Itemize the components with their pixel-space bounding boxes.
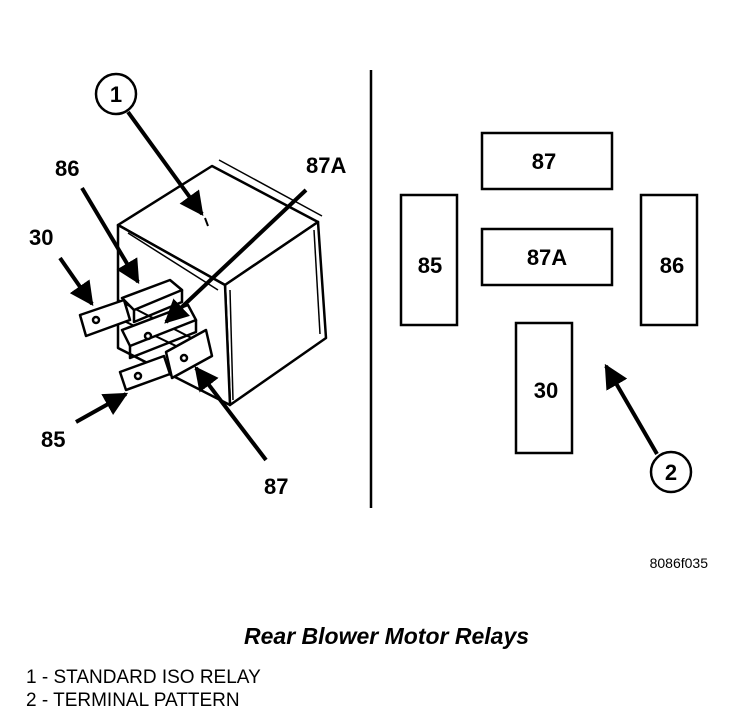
legend-item-2: 2 - TERMINAL PATTERN — [26, 690, 240, 711]
pattern-label-85: 85 — [418, 253, 442, 278]
figure-caption: Rear Blower Motor Relays — [244, 623, 530, 649]
relay-label-30: 30 — [29, 225, 53, 250]
relay-label-86: 86 — [55, 156, 79, 181]
relay-label-85: 85 — [41, 427, 65, 452]
pattern-slot-30 — [514, 321, 574, 455]
legend-item-1: 1 - STANDARD ISO RELAY — [26, 667, 261, 688]
relay-label-87a: 87A — [306, 153, 346, 178]
pattern-label-30: 30 — [534, 378, 558, 403]
callout-1-number: 1 — [110, 82, 122, 107]
terminal-pattern — [399, 131, 699, 455]
relay-leader-arrows — [58, 110, 308, 462]
relay-label-87: 87 — [264, 474, 288, 499]
callout-2-arrow — [604, 363, 659, 456]
pattern-label-87a: 87A — [527, 245, 567, 270]
pattern-slot-86 — [639, 193, 699, 327]
legend: 1 - STANDARD ISO RELAY 2 - TERMINAL PATT… — [26, 666, 261, 712]
pattern-slot-85 — [399, 193, 459, 327]
pattern-slot-87a — [480, 227, 614, 287]
callout-2-circle — [649, 450, 693, 494]
pattern-slot-87 — [480, 131, 614, 191]
terminal-87-blade — [164, 328, 214, 380]
callout-2-number: 2 — [665, 460, 677, 485]
pattern-label-87: 87 — [532, 149, 556, 174]
terminal-30-blade — [78, 298, 132, 338]
terminal-85-blade — [118, 354, 172, 392]
pattern-label-86: 86 — [660, 253, 684, 278]
iso-relay-drawing — [78, 159, 328, 407]
callout-1-circle — [94, 72, 138, 116]
reference-code: 8086f035 — [650, 555, 709, 571]
